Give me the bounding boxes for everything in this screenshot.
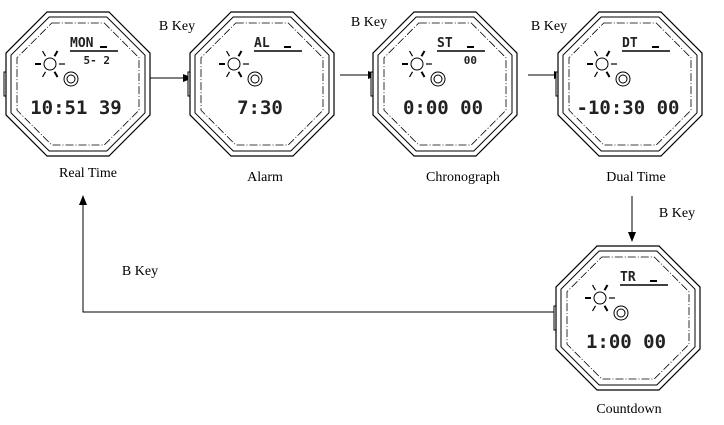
- watch-real-time: MON 5- 2 10:51 39: [3, 11, 151, 157]
- b-key-label-3: B Key: [530, 19, 568, 34]
- watch-bezel: [194, 16, 330, 152]
- watch-display-border: [568, 22, 692, 146]
- b-key-label-5: B Key: [121, 264, 159, 279]
- mode-label-dual-time: Dual Time: [606, 170, 666, 185]
- main-time-display: 7:30: [237, 97, 283, 119]
- mode-indicator: MON: [70, 36, 94, 51]
- main-time-display: -10:30 00: [577, 97, 680, 119]
- indicator-dash: [284, 46, 291, 48]
- watch-case: [557, 11, 703, 157]
- mode-indicator: AL: [254, 36, 270, 51]
- arrows: [79, 71, 636, 313]
- ring-icon: [613, 305, 629, 321]
- watch-display-border: [16, 22, 140, 146]
- ring-icon: [63, 71, 79, 87]
- ring-icon: [615, 71, 631, 87]
- ring-icon: [430, 71, 446, 87]
- watch-chronograph: ST 00 0:00 00: [370, 11, 518, 157]
- mode-label-real-time: Real Time: [59, 166, 117, 181]
- watch-bezel: [560, 250, 696, 386]
- mode-label-alarm: Alarm: [247, 170, 283, 185]
- mode-indicator: DT: [622, 36, 638, 51]
- watch-bezel: [377, 16, 513, 152]
- mode-indicator: ST: [437, 36, 453, 51]
- sun-icon: [587, 50, 617, 78]
- main-time-display: 1:00 00: [586, 331, 666, 353]
- watch-case: [372, 11, 518, 157]
- watch-display-border: [383, 22, 507, 146]
- sun-icon: [585, 284, 615, 312]
- watch-case: [5, 11, 151, 157]
- sub-display: 00: [464, 54, 477, 67]
- indicator-dash: [650, 280, 657, 282]
- indicator-dash: [652, 46, 659, 48]
- watch-bezel: [562, 16, 698, 152]
- mode-indicator: TR: [620, 270, 636, 285]
- mode-label-countdown: Countdown: [596, 402, 662, 417]
- sun-icon: [35, 50, 65, 78]
- ring-icon: [247, 71, 263, 87]
- sun-icon: [402, 50, 432, 78]
- sun-icon: [219, 50, 249, 78]
- watch-case: [555, 245, 701, 391]
- indicator-dash: [467, 46, 474, 48]
- main-time-display: 0:00 00: [403, 97, 483, 119]
- b-key-label-2: B Key: [350, 15, 388, 30]
- watch-countdown: TR 1:00 00: [553, 245, 701, 391]
- mode-label-chronograph: Chronograph: [426, 170, 500, 185]
- watch-case: [189, 11, 335, 157]
- indicator-dash: [100, 46, 107, 48]
- sub-display: 5- 2: [84, 54, 111, 67]
- b-key-label-4: B Key: [658, 206, 696, 221]
- main-time-display: 10:51 39: [30, 97, 122, 119]
- arrow-countdown-to-realtime: [79, 195, 555, 313]
- watch-dual-time: DT -10:30 00: [555, 11, 703, 157]
- watch-display-border: [566, 256, 690, 380]
- b-key-label-1: B Key: [158, 19, 196, 34]
- watch-bezel: [10, 16, 146, 152]
- watch-display-border: [200, 22, 324, 146]
- watch-alarm: AL 7:30: [187, 11, 335, 157]
